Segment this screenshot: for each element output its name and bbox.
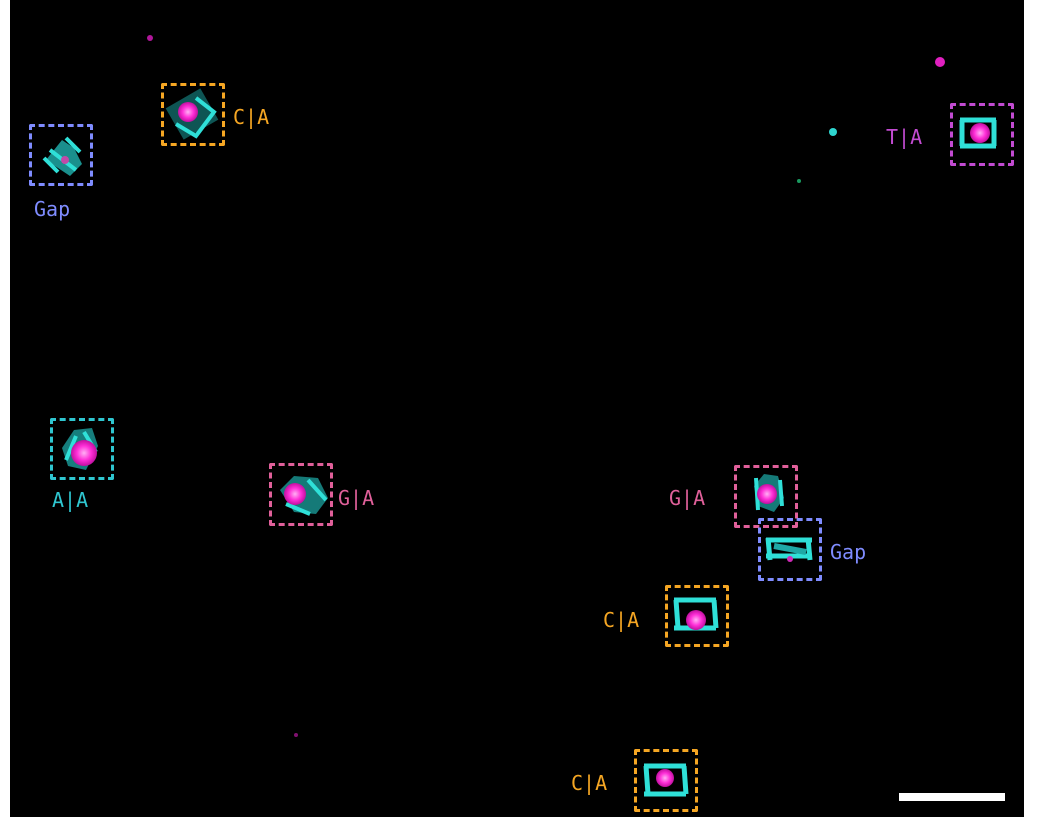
annotation-label-aa-1: A|A [52, 488, 89, 512]
nanostructure-ca-2 [673, 597, 719, 631]
stray-speck [935, 57, 945, 67]
nanostructure-aa-1 [62, 428, 98, 470]
annotation-label-gap-1: Gap [34, 197, 71, 221]
nanostructure-ta-1 [959, 117, 997, 149]
annotation-label-ca-2: C|A [603, 608, 640, 632]
annotation-label-ta-1: T|A [886, 125, 923, 149]
annotation-box-ca-3 [634, 749, 698, 812]
annotation-box-gap-1 [29, 124, 93, 186]
annotation-box-gap-2 [758, 518, 822, 581]
scale-bar [899, 793, 1005, 801]
nanostructure-ga-2 [754, 474, 784, 512]
annotation-box-ga-2 [734, 465, 798, 528]
annotation-box-ca-2 [665, 585, 729, 647]
annotation-label-ga-1: G|A [338, 486, 375, 510]
annotation-box-ga-1 [269, 463, 333, 526]
stray-speck [294, 733, 298, 737]
annotation-label-gap-2: Gap [830, 540, 867, 564]
nanostructure-ga-1 [280, 476, 328, 516]
annotation-box-ta-1 [950, 103, 1014, 166]
stray-speck [829, 128, 837, 136]
nanostructure-ca-3 [643, 763, 689, 797]
micrograph-signal-layer [42, 35, 997, 797]
stray-speck [797, 179, 801, 183]
annotation-box-aa-1 [50, 418, 114, 480]
micrograph-image: Gap C|A T|A A|A G|A G|A Gap C|A C|A [10, 0, 1024, 817]
annotation-label-ca-1: C|A [233, 105, 270, 129]
stray-speck [147, 35, 153, 41]
annotation-box-ca-1 [161, 83, 225, 146]
nanostructure-gap-1 [42, 136, 82, 176]
nanostructure-ca-1 [165, 88, 219, 140]
annotation-label-ca-3: C|A [571, 771, 608, 795]
nanostructure-gap-2 [765, 537, 813, 562]
annotation-label-ga-2: G|A [669, 486, 706, 510]
